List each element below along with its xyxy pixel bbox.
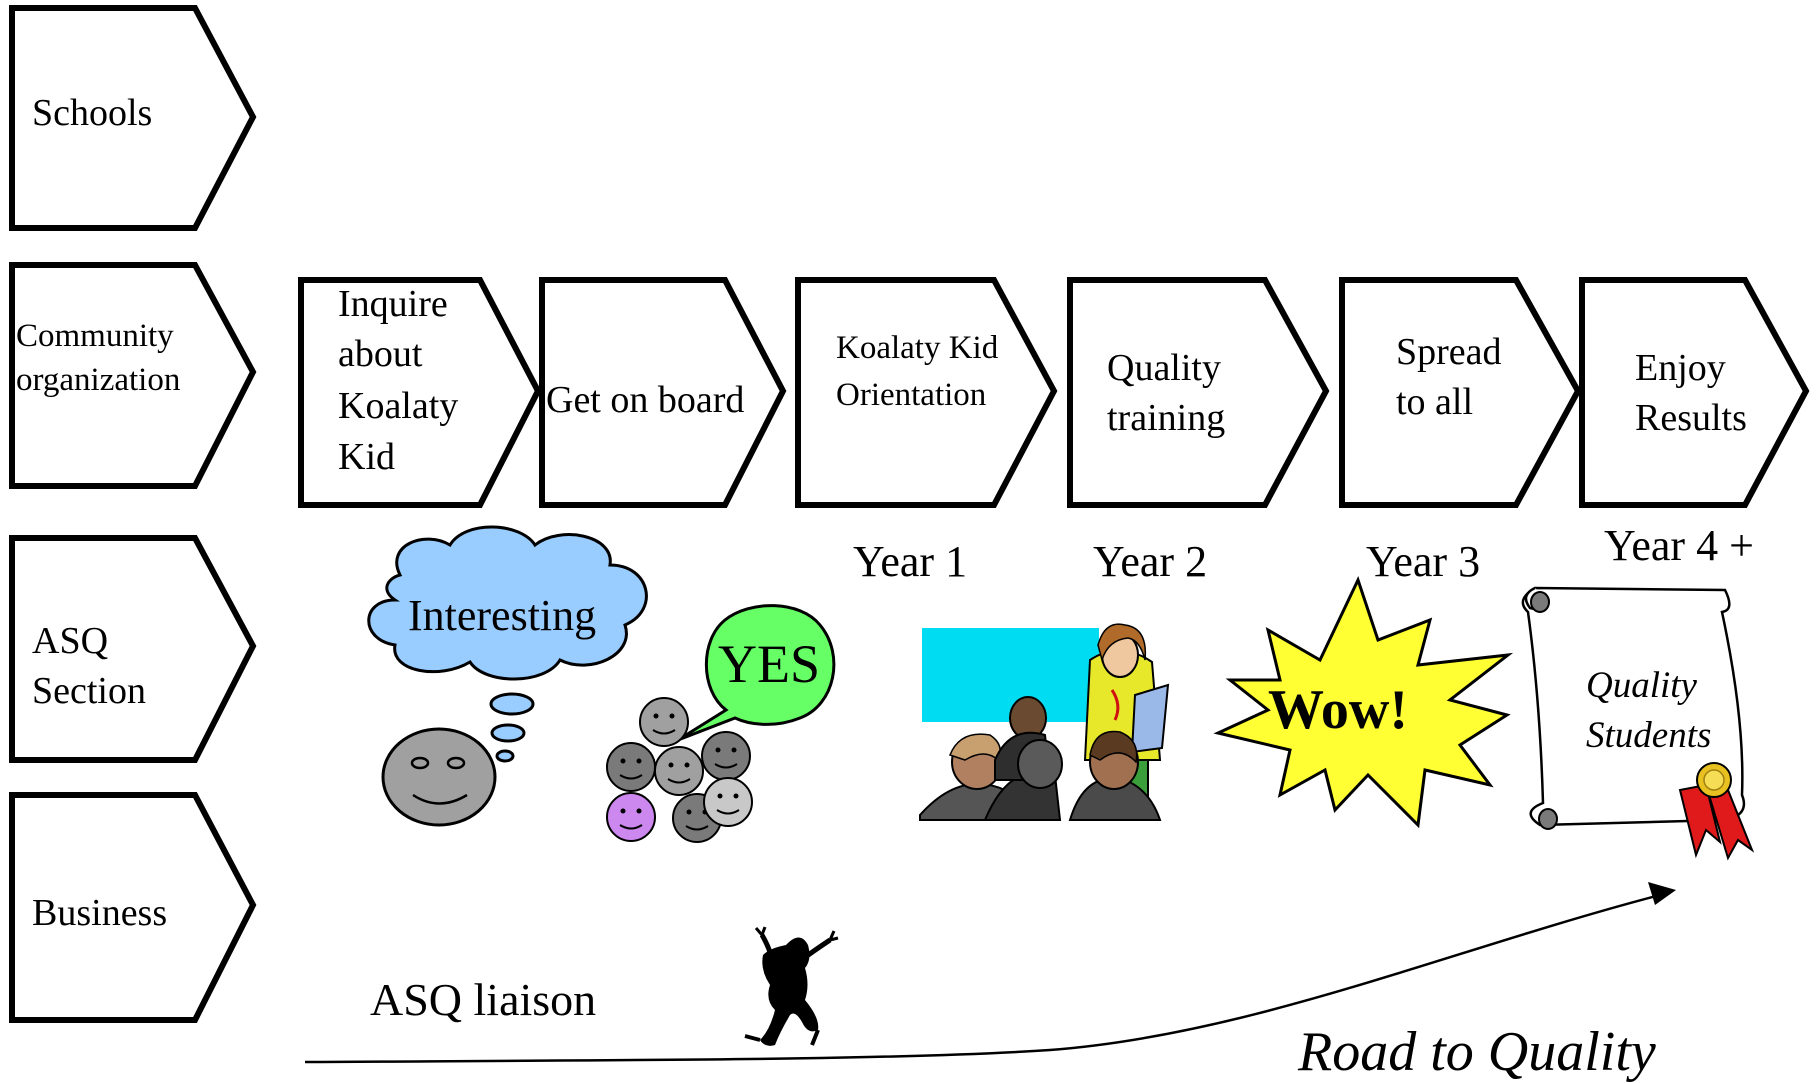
road-to-quality-arrowhead-icon [1648, 882, 1676, 905]
students-group [919, 696, 1162, 821]
road-to-quality-arrow-line [304, 893, 1661, 1064]
year-3-label: Year 3 [1366, 537, 1480, 586]
smiley-purple-icon [606, 792, 656, 842]
step-inquire: Inquire about Koalaty Kid [298, 277, 542, 508]
step-quality-training-chevron [1067, 277, 1330, 508]
step-enjoy-results: Enjoy Results [1579, 277, 1810, 508]
smiley-top-icon [639, 697, 689, 747]
lane-asq-label: ASQ Section [32, 620, 146, 712]
asq-liaison-label: ASQ liaison [370, 974, 596, 1025]
lane-asq-chevron [9, 535, 257, 763]
smiley-crowd-icon [606, 697, 753, 843]
diploma-scroll-icon: Quality Students [1521, 586, 1755, 861]
lane-business: Business [9, 792, 257, 1023]
lane-schools-label: Schools [32, 92, 152, 134]
step-spread-label: Spread to all [1396, 331, 1511, 423]
step-quality-training: Quality training [1067, 277, 1330, 508]
smiley-left-icon [606, 742, 656, 792]
yes-illustration: YES [606, 604, 836, 843]
thought-dot-small [495, 749, 515, 763]
step-get-on-board-chevron [539, 277, 787, 508]
road-to-quality-title: Road to Quality [1297, 1021, 1656, 1083]
step-enjoy-chevron [1579, 277, 1810, 508]
speech-bubble-text: YES [718, 634, 820, 694]
thought-dot-large [489, 692, 535, 716]
speech-bubble [677, 604, 836, 742]
lane-asq-section: ASQ Section [9, 535, 257, 763]
step-orientation: Koalaty Kid Orientation [795, 277, 1058, 508]
step-get-on-board: Get on board [539, 277, 787, 508]
lane-business-chevron [9, 792, 257, 1023]
step-quality-training-label: Quality training [1107, 347, 1230, 439]
step-orientation-chevron [795, 277, 1058, 508]
lane-community-chevron [9, 262, 257, 489]
step-spread-to-all: Spread to all [1339, 277, 1582, 508]
ribbon-seal-icon [1678, 762, 1755, 861]
step-inquire-label: Inquire about Koalaty Kid [338, 283, 468, 478]
step-spread-chevron [1339, 277, 1582, 508]
whiteboard [922, 628, 1099, 722]
scroll-top-roll [1530, 591, 1550, 613]
thought-cloud [367, 525, 648, 681]
classroom-illustration-icon [919, 623, 1170, 821]
lane-schools-chevron [9, 5, 257, 231]
smiley-right-icon [701, 731, 751, 781]
scroll-text: Quality Students [1586, 665, 1711, 756]
wow-burst-text: Wow! [1268, 679, 1408, 741]
scroll-bottom-roll [1538, 808, 1558, 830]
smiley-thinking-icon [381, 727, 497, 827]
smiley-light-icon [703, 777, 753, 827]
step-get-on-board-label: Get on board [546, 379, 744, 421]
wow-burst: Wow! [1213, 575, 1514, 829]
lane-community-label: Community organization [16, 318, 182, 398]
wow-burst-shape [1213, 575, 1514, 829]
lane-schools: Schools [9, 5, 257, 231]
smiley-center-icon [654, 746, 704, 796]
step-enjoy-label: Enjoy Results [1635, 347, 1747, 439]
year-2-label: Year 2 [1093, 537, 1207, 586]
step-inquire-chevron [298, 277, 542, 508]
lane-business-label: Business [32, 892, 167, 934]
step-orientation-label: Koalaty Kid Orientation [836, 330, 1006, 413]
year-1-label: Year 1 [853, 537, 967, 586]
thought-cloud-text: Interesting [408, 591, 596, 640]
year-4-label: Year 4 + [1604, 521, 1754, 570]
thought-illustration: Interesting [367, 525, 648, 827]
thought-dot-medium [490, 723, 526, 743]
running-figure-icon [744, 926, 839, 1046]
lane-community-organization: Community organization [9, 262, 257, 489]
